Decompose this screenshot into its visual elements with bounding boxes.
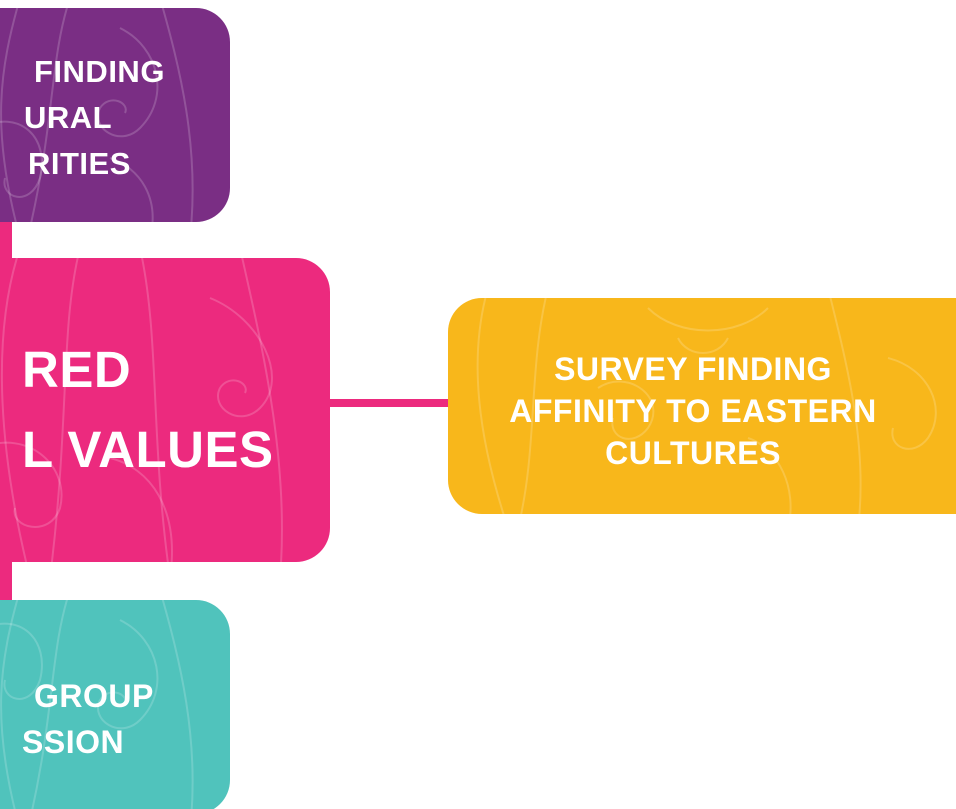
node-label-line: SURVEY FINDING [554, 351, 832, 387]
node-label-line: L VALUES [22, 421, 274, 478]
node-cultural-similarities: FINDING URAL RITIES [0, 8, 230, 222]
connector-vertical-bottom [0, 560, 12, 602]
node-label-line: RITIES [28, 146, 131, 181]
node-eastern-cultures-affinity: SURVEY FINDING AFFINITY TO EASTERN CULTU… [448, 298, 956, 514]
koru-pattern [0, 258, 283, 562]
node-shared-cultural-values: RED L VALUES [0, 258, 330, 562]
node-label-line: SSION [22, 724, 125, 760]
node-label-line: RED [22, 341, 132, 398]
node-label-line: GROUP [34, 678, 154, 714]
node-label: SURVEY FINDING AFFINITY TO EASTERN CULTU… [448, 348, 956, 474]
connector-horizontal [328, 399, 450, 407]
node-label-line: FINDING [34, 54, 165, 89]
connector-vertical-top [0, 220, 12, 260]
node-label-line: CULTURES [605, 435, 781, 471]
node-focus-group-discussion: GROUP SSION [0, 600, 230, 809]
node-label-line: AFFINITY TO EASTERN [509, 393, 877, 429]
node-label-line: URAL [24, 100, 113, 135]
